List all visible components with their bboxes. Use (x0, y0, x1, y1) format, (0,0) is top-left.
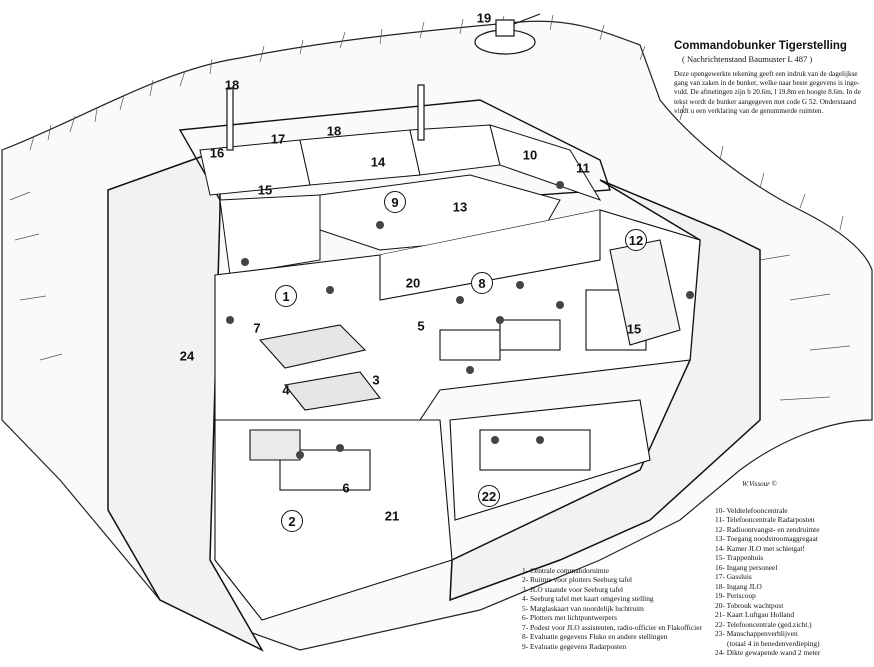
callout-21: 20 (405, 275, 421, 291)
callout-20: 19 (476, 10, 492, 26)
callout-4: 4 (282, 382, 290, 398)
callout-1: 1 (275, 285, 297, 307)
legend-item: 16- Ingang personeel (715, 562, 778, 572)
periscope (226, 84, 425, 151)
legend-right: 10- Veldtelefooncentrale 11- Telefooncen… (715, 506, 820, 658)
legend-item: 10- Veldtelefooncentrale (715, 506, 788, 515)
callout-8: 8 (471, 272, 493, 294)
legend-item: 18- Ingang JLO (715, 581, 762, 591)
callout-15: 15 (626, 321, 642, 337)
legend-item: 23- Manschappenverblijven (715, 629, 798, 639)
personnel-figures (226, 181, 694, 459)
legend-item: 13- Toegang noodstroomaggregaat (715, 534, 818, 544)
callout-17: 17 (270, 131, 286, 147)
callout-3: 3 (372, 372, 380, 388)
callout-5: 5 (417, 318, 425, 334)
page-title: Commandobunker Tigerstelling (674, 40, 847, 52)
legend-item: 12- Radioontvangst- en zendruimte (715, 524, 820, 534)
legend-item: 21- Kaart Luftgau Holland (715, 610, 795, 620)
callout-11: 11 (576, 160, 590, 176)
legend-item: 22- Telefooncentrale (ged.zicht.) (715, 619, 812, 629)
callout-2: 2 (281, 510, 303, 532)
callout-10: 10 (522, 147, 538, 163)
callout-13: 13 (452, 199, 468, 215)
callout-19: 18 (224, 77, 240, 93)
callout-9: 9 (384, 191, 406, 213)
command-floor (214, 209, 701, 421)
legend-item: 20- Tobrouk wachtpost (715, 600, 784, 610)
grass-texture (9, 14, 851, 401)
legend-item: 5- Matglaskaart van noordelijk luchtruim (522, 603, 644, 613)
callout-18: 18 (326, 123, 342, 139)
intro-text: Deze opengewerkte tekening geeft een ind… (674, 70, 861, 115)
legend-item: 6- Plotters met lichtpuntwerpers (522, 613, 618, 623)
callout-14: 14 (370, 154, 386, 170)
tobruk-post (474, 13, 541, 55)
legend-item: 7- Podest voor JLO assistenten, radio-of… (522, 622, 702, 632)
legend-item: (totaal 4 in benedenverdieping) (727, 638, 820, 648)
callout-23: 22 (478, 485, 500, 507)
legend-item: 19- Periscoop (715, 591, 756, 601)
callout-22: 21 (384, 508, 400, 524)
legend-item: 3- JLO staande voor Seeburg tafel (522, 584, 624, 594)
legend-item: 24- Dikte gewapende wand 2 meter (715, 648, 821, 658)
legend-left: 1- Centrale commandoruimte 2- Ruimte voo… (522, 566, 702, 651)
legend-item: 9- Evaluatie gegevens Radarposten (522, 641, 627, 651)
page-subtitle: ( Nachrichtenstand Baumuster L 487 ) (682, 54, 813, 64)
callout-12: 12 (625, 229, 647, 251)
legend-item: 2- Ruimte voor plotters Seeburg tafel (522, 575, 633, 585)
artist-signature: W.Vissour © (742, 480, 777, 488)
callout-7: 7 (253, 320, 261, 336)
callout-15-upper: 15 (257, 182, 273, 198)
lower-floor (214, 399, 651, 621)
callout-16: 16 (209, 145, 225, 161)
title-block: Commandobunker Tigerstelling ( Nachricht… (674, 40, 870, 116)
legend-item: 15- Trappenhuis (715, 553, 764, 563)
legend-item: 11- Telefooncentrale Radarposten (715, 515, 815, 525)
callout-6: 6 (342, 480, 350, 496)
legend-item: 4- Seeburg tafel met kaart omgeving stel… (522, 594, 654, 604)
callout-24: 24 (179, 348, 195, 364)
legend-item: 1- Centrale commandoruimte (522, 566, 610, 575)
legend-item: 17- Gassluis (715, 572, 752, 582)
legend-item: 14- Kamer JLO met schietgat! (715, 543, 805, 553)
legend-item: 8- Evaluatie gegevens Fluko en andere st… (522, 632, 668, 642)
